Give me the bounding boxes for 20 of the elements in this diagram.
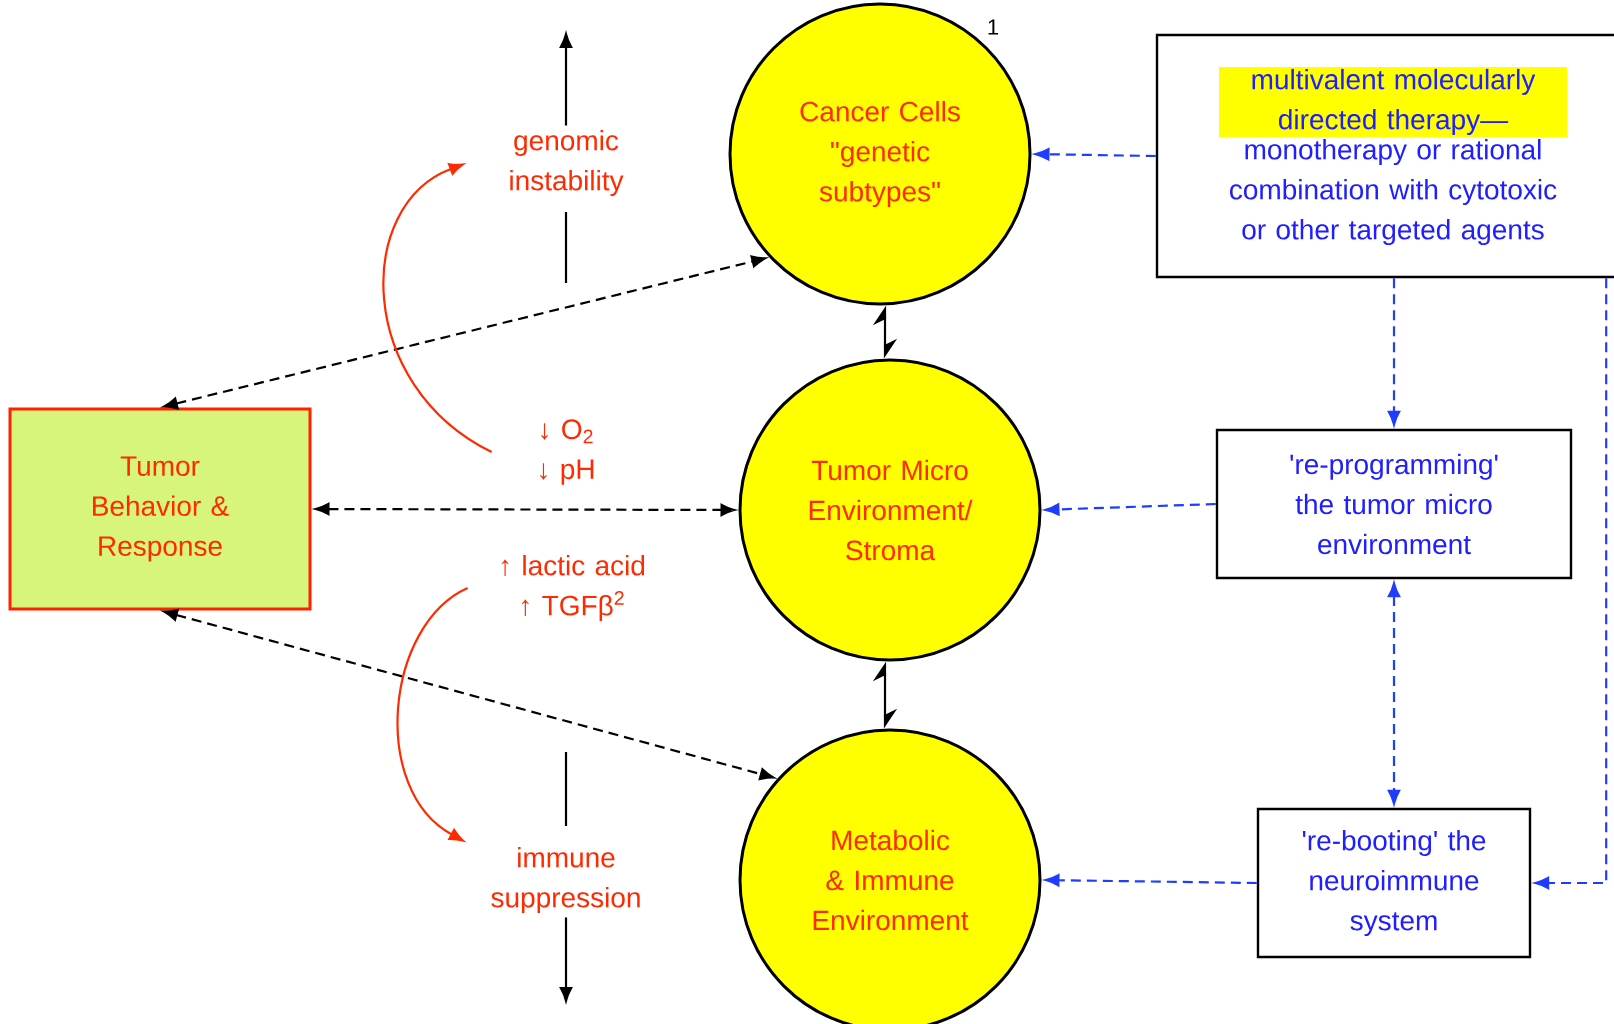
circle-node: Tumor Micro Environment/ Stroma [738, 358, 1042, 662]
dashed-arrow [1034, 148, 1156, 161]
arrow [559, 33, 573, 126]
outcome-text: immune suppression [491, 846, 640, 914]
strategy-box: 're-programming' the tumor micro environment [1215, 428, 1573, 580]
factor-text: ↓ O$_{2}$ ↓ pH [540, 419, 594, 485]
dashed-arrow [1534, 278, 1608, 890]
strategy-box: multivalent molecularly directed therapy— monotherapy or rational combination with cytotoxic or other targeted agents [1155, 33, 1614, 279]
dashed-arrow [1044, 874, 1257, 887]
dashed-arrow [1044, 502, 1216, 516]
dashed-arrow [1387, 278, 1401, 426]
factor-text: ↑ lactic acid ↑ TGFβ$^{2}$ [501, 554, 645, 622]
response-box: Tumor Behavior & Response [8, 407, 312, 611]
footnote-number: 1 [988, 19, 999, 35]
circle-node: Metabolic & Immune Environment [738, 728, 1042, 1024]
strategy-box: 're-booting' the neuroimmune system [1256, 807, 1532, 959]
dashed-arrow [314, 502, 736, 517]
outcome-text: genomic instability [510, 129, 624, 197]
arrow [559, 917, 573, 1002]
dashed-arrow [1387, 582, 1401, 805]
